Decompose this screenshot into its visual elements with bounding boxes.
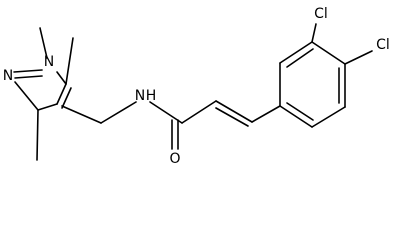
bond-n2-c3: [56, 71, 67, 85]
bond-ring-3: [311, 41, 346, 65]
atom-pyrazole-n2: N: [3, 68, 13, 84]
bond-nh-carbonyl: [149, 101, 183, 124]
bond-vinyl-vinyl-double: [215, 107, 249, 127]
bond-c3-methyl: [65, 37, 74, 85]
bonds: [13, 23, 373, 161]
atom-cl-right: Cl: [376, 37, 390, 53]
bond-ring-cl-right: [344, 50, 373, 65]
chemical-structure-diagram: Cl Cl N H O N N: [3, 6, 390, 167]
atom-pyrazole-n1: N: [44, 54, 54, 70]
bond-n1-n2-double: [14, 75, 43, 79]
bond-vinyl-vinyl: [215, 100, 253, 123]
atom-cl-top: Cl: [314, 6, 328, 22]
bond-ring-6-double: [286, 102, 314, 121]
bond-c4-c5: [37, 103, 58, 111]
bond-vinyl-ring: [251, 105, 281, 123]
atom-labels: Cl Cl N H O N N: [3, 6, 390, 167]
atom-amide-n: N: [135, 88, 145, 104]
bond-ring-2: [279, 41, 313, 64]
bond-c5-methyl: [36, 109, 39, 161]
bond-n-methyl: [39, 27, 48, 59]
bond-n1-c5: [14, 81, 39, 111]
bond-carbonyl-vinyl: [181, 100, 217, 124]
bond-ring-2-double: [286, 48, 314, 68]
bond-c3-c4-double: [61, 87, 72, 109]
bond-n1-n2: [13, 69, 43, 73]
bond-ch2-nh: [100, 101, 137, 124]
atom-amide-h: H: [146, 88, 157, 104]
bond-c4-ch2: [61, 105, 102, 124]
bond-ring-cl-top: [311, 23, 317, 43]
bond-ring-5: [311, 106, 346, 128]
atom-carbonyl-o: O: [169, 151, 180, 167]
bond-ring-6: [279, 105, 313, 128]
bond-c3-c4: [56, 83, 67, 105]
